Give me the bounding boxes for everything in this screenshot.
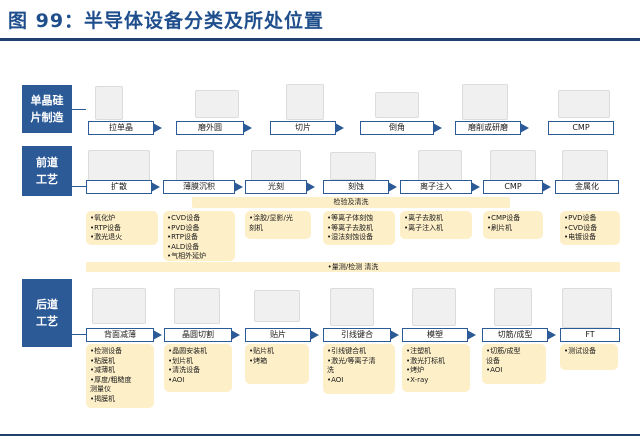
step-backside-thinning: 背面减薄	[86, 328, 154, 342]
arrow-right-icon	[520, 123, 529, 133]
row-connector-front	[72, 186, 86, 187]
chamfer-machine-image	[375, 92, 419, 118]
arrow-right-icon	[243, 123, 252, 133]
title-divider	[0, 38, 640, 41]
lapping-machine-image	[462, 84, 508, 120]
figure-title: 图 99：半导体设备分类及所处位置	[8, 10, 325, 32]
equipment-note-final-test: •测试设备	[560, 344, 618, 370]
arrow-right-icon	[231, 330, 240, 340]
molding-machine-image	[412, 288, 456, 326]
etch-tool-image	[330, 152, 376, 180]
equipment-note-etching: •等离子体刻蚀•等离子去胶机•湿法刻蚀设备	[323, 211, 395, 245]
equipment-note-diffusion: •氧化炉•RTP设备•激光退火	[86, 211, 158, 245]
deposition-tool-image	[176, 150, 214, 182]
arrow-right-icon	[467, 330, 476, 340]
die-attach-image	[254, 290, 300, 322]
equipment-note-front-cmp: •CMP设备•刷片机	[483, 211, 543, 239]
equipment-note-ion-implant: •离子去胶机•离子注入机	[400, 211, 472, 239]
arrow-right-icon	[388, 182, 397, 192]
arrow-right-icon	[547, 330, 556, 340]
step-lithography: 光刻	[245, 180, 307, 194]
step-crystal-pulling: 拉单晶	[88, 121, 154, 135]
final-test-image	[562, 288, 612, 328]
equipment-note-dicing: •晶圆安装机•划片机•清洗设备•AOI	[164, 344, 232, 392]
arrow-right-icon	[306, 182, 315, 192]
arrow-right-icon	[433, 123, 442, 133]
equipment-note-wire-bonding: •引线键合机•激光/等离子清洗•AOI	[323, 344, 395, 394]
wafer-thinning-image	[92, 288, 146, 324]
step-od-grinding: 磨外圆	[176, 121, 244, 135]
step-ion-implantation: 离子注入	[400, 180, 472, 194]
front-cmp-image	[490, 150, 536, 182]
step-etching: 刻蚀	[323, 180, 389, 194]
implanter-image	[418, 150, 462, 182]
row-connector-wafer	[72, 109, 86, 110]
step-die-attach: 贴片	[245, 328, 311, 342]
grinding-image	[195, 90, 239, 118]
step-wire-bonding: 引线键合	[323, 328, 391, 342]
arrow-right-icon	[471, 182, 480, 192]
step-final-test: FT	[560, 328, 620, 342]
measurement-cleaning-band: •量测/检测 清洗	[86, 262, 620, 272]
row-connector-back	[72, 334, 86, 335]
arrow-right-icon	[234, 182, 243, 192]
arrow-right-icon	[542, 182, 551, 192]
crystal-puller-image	[95, 86, 123, 120]
arrow-right-icon	[153, 123, 162, 133]
arrow-right-icon	[151, 182, 160, 192]
row-label-front-end: 前道 工艺	[22, 146, 72, 196]
equipment-note-deposition: •CVD设备•PVD设备•RTP设备•ALD设备•气相外延炉	[163, 211, 235, 261]
wire-bonder-image	[330, 288, 374, 326]
arrow-right-icon	[153, 330, 162, 340]
arrow-right-icon	[335, 123, 344, 133]
step-trim-form: 切筋/成型	[482, 328, 548, 342]
equipment-note-metallization: •PVD设备•CVD设备•电镀设备	[560, 211, 620, 245]
lithography-tool-image	[251, 150, 301, 182]
step-front-cmp: CMP	[483, 180, 543, 194]
bottom-divider	[0, 434, 640, 436]
step-chamfering: 倒角	[360, 121, 434, 135]
inspection-cleaning-band: 检验及清洗	[192, 197, 510, 208]
metallization-tool-image	[562, 150, 608, 182]
diffusion-furnace-image	[88, 150, 150, 182]
row-label-back-end: 后道 工艺	[22, 279, 72, 347]
equipment-note-thinning: •检测设备•粘膜机•减薄机•厚度/粗糙度测量仪•揭膜机	[86, 344, 154, 408]
trim-form-image	[494, 288, 532, 326]
arrow-right-icon	[390, 330, 399, 340]
step-lapping: 磨削或研磨	[455, 121, 521, 135]
step-slicing: 切片	[270, 121, 336, 135]
cmp-machine-image	[558, 90, 610, 118]
step-metallization: 金属化	[555, 180, 619, 194]
row-label-wafer: 单晶硅 片制造	[22, 85, 72, 133]
arrow-right-icon	[310, 330, 319, 340]
step-wafer-dicing: 晶圆切割	[164, 328, 232, 342]
equipment-note-trim-form: •切筋/成型设备•AOI	[482, 344, 546, 384]
step-molding: 模塑	[402, 328, 468, 342]
step-wafer-cmp: CMP	[548, 121, 614, 135]
equipment-note-die-attach: •贴片机•烤箱	[245, 344, 309, 384]
step-diffusion: 扩散	[86, 180, 152, 194]
equipment-note-molding: •注塑机•激光打标机•烤炉•X-ray	[402, 344, 470, 392]
ingot-image	[286, 84, 324, 120]
dicing-image	[174, 288, 220, 324]
step-thin-film-deposition: 薄膜沉积	[163, 180, 235, 194]
equipment-note-lithography: •涂胶/显影/光刻机	[245, 211, 311, 239]
